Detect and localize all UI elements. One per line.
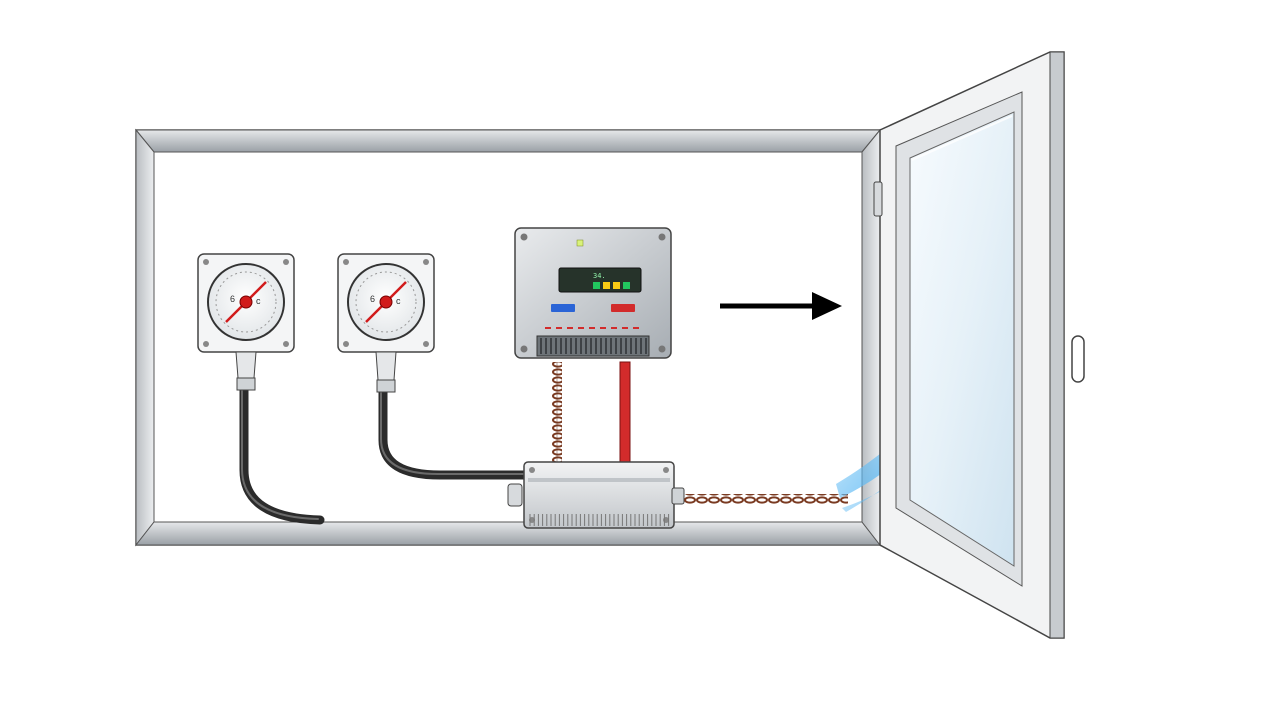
controller-left-tag	[551, 304, 575, 312]
pressure-gauge-left: 6 c	[197, 253, 295, 391]
gauge-hoses	[239, 385, 535, 525]
braided-cable	[684, 494, 848, 504]
window-icon	[873, 51, 1085, 639]
airflow-icon	[836, 310, 996, 512]
junction-box-icon	[507, 461, 685, 529]
pressure-gauge-right: 6 c	[337, 253, 435, 393]
controller-right-tag	[611, 304, 635, 312]
display-led-bars	[593, 282, 630, 289]
svg-text:6: 6	[230, 294, 235, 304]
arrow-right-icon	[720, 292, 842, 320]
display-led-4	[623, 282, 630, 289]
gauge-icon: 6 c	[347, 263, 425, 341]
controller-display	[558, 267, 642, 293]
svg-text:6: 6	[370, 294, 375, 304]
display-led-2	[603, 282, 610, 289]
cabinet-frame	[134, 128, 882, 547]
controller-icon	[576, 239, 584, 247]
svg-text:c: c	[256, 296, 261, 306]
display-led-1	[593, 282, 600, 289]
window-handle	[1071, 335, 1085, 383]
svg-text:c: c	[396, 296, 401, 306]
controller-terminal-strip	[536, 335, 650, 357]
display-led-3	[613, 282, 620, 289]
display-readout-right: 34.	[593, 272, 606, 280]
gauge-icon: 6 c	[207, 263, 285, 341]
junction-box	[507, 461, 685, 529]
controller-unit: 34.	[514, 227, 672, 359]
window-glass	[909, 111, 1015, 567]
